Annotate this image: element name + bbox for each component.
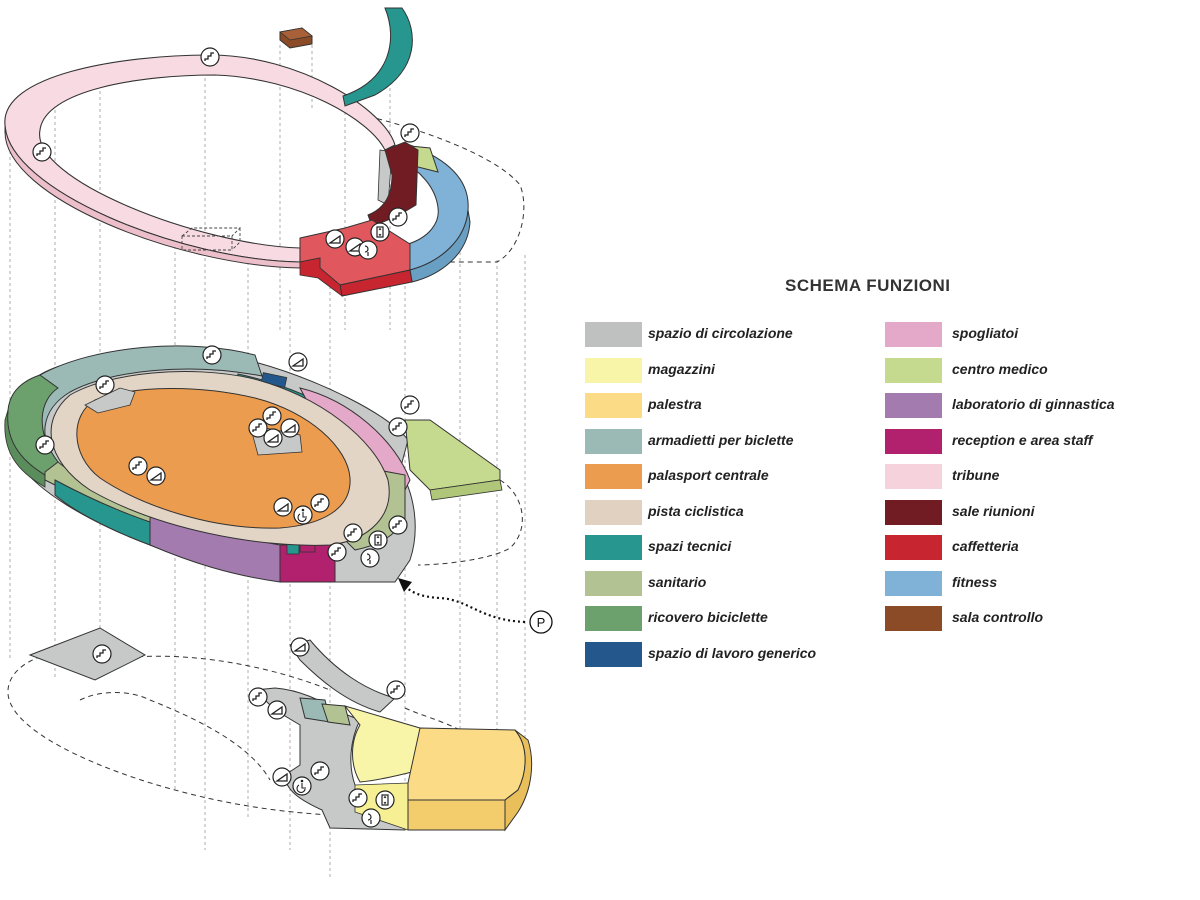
- legend-item: reception e area staff: [885, 428, 1175, 465]
- legend-label: spogliatoi: [952, 325, 1019, 341]
- legend-swatch: [885, 393, 942, 418]
- legend-item: sanitario: [585, 570, 875, 607]
- legend-column-2: spogliatoi centro medico laboratorio di gi…: [885, 322, 1175, 642]
- legend-item: armadietti per biclette: [585, 428, 875, 465]
- middle-level: P: [4, 345, 553, 634]
- legend-label: spazi tecnici: [648, 538, 732, 554]
- legend-label: armadietti per biclette: [648, 431, 794, 448]
- legend-label: centro medico: [952, 360, 1048, 377]
- legend-item: spazio di circolazione: [585, 322, 875, 358]
- legend-swatch: [585, 499, 642, 525]
- legend-label: palasport centrale: [648, 467, 769, 483]
- legend-swatch: [885, 535, 942, 560]
- legend-swatch: [885, 499, 942, 525]
- legend-swatch: [885, 606, 942, 631]
- legend-label: reception e area staff: [952, 431, 1093, 448]
- legend-label: caffetteria: [952, 538, 1019, 554]
- legend-item: spazi tecnici: [585, 535, 875, 571]
- legend-label: pista ciclistica: [648, 502, 744, 519]
- legend-swatch: [585, 428, 642, 454]
- legend-label: magazzini: [648, 360, 715, 377]
- legend-label: ricovero biciclette: [648, 609, 768, 625]
- legend-item: magazzini: [585, 357, 875, 394]
- legend-swatch: [585, 322, 642, 347]
- legend-item: pista ciclistica: [585, 499, 875, 536]
- legend-label: spazio di circolazione: [648, 325, 793, 341]
- legend-swatch: [885, 570, 942, 596]
- legend-label: laboratorio di ginnastica: [952, 396, 1115, 412]
- parking-label: P: [537, 615, 546, 630]
- legend-item: laboratorio di ginnastica: [885, 393, 1175, 429]
- legend-label: tribune: [952, 467, 1000, 483]
- legend-label: sala controllo: [952, 609, 1044, 625]
- legend-item: palestra: [585, 393, 875, 429]
- legend-item: centro medico: [885, 357, 1175, 394]
- legend-item: spazio di lavoro generico: [585, 641, 875, 678]
- legend-item: caffetteria: [885, 535, 1175, 571]
- legend-item: fitness: [885, 570, 1175, 607]
- legend-item: sale riunioni: [885, 499, 1175, 536]
- bottom-level: [7, 627, 533, 832]
- legend-item: spogliatoi: [885, 322, 1175, 358]
- legend-swatch: [585, 357, 642, 383]
- legend-label: spazio di lavoro generico: [648, 644, 817, 661]
- legend-item: ricovero biciclette: [585, 606, 875, 642]
- legend-swatch: [585, 535, 642, 560]
- legend-label: palestra: [648, 396, 702, 412]
- legend-label: fitness: [952, 573, 998, 590]
- top-level: [4, 7, 525, 297]
- legend-item: sala controllo: [885, 606, 1175, 642]
- legend-title: SCHEMA FUNZIONI: [785, 276, 951, 295]
- legend-swatch: [585, 570, 642, 596]
- legend-swatch: [885, 357, 942, 383]
- legend-column-1: spazio di circolazione magazzini palestra a…: [585, 322, 875, 677]
- legend-swatch: [585, 606, 642, 631]
- legend-label: sale riunioni: [952, 502, 1035, 519]
- legend-item: palasport centrale: [585, 464, 875, 500]
- legend-swatch: [585, 464, 642, 489]
- legend-swatch: [885, 428, 942, 454]
- legend-swatch: [885, 464, 942, 489]
- legend-label: sanitario: [648, 573, 707, 590]
- legend-item: tribune: [885, 464, 1175, 500]
- legend-swatch: [885, 322, 942, 347]
- legend-swatch: [585, 641, 642, 667]
- legend-swatch: [585, 393, 642, 418]
